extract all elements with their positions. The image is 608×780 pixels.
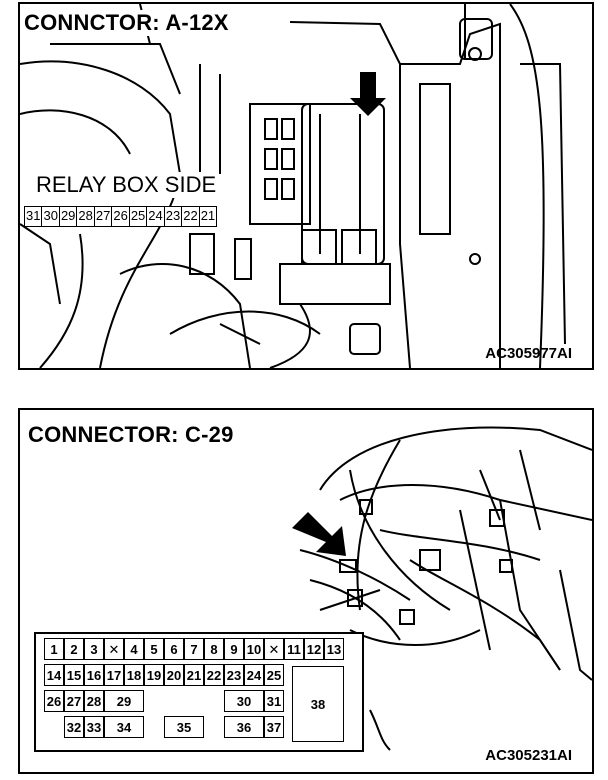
pin-cell: 9 [224, 638, 244, 660]
blank-pin-cell: ✕ [264, 638, 284, 660]
pin-cell: 28 [84, 690, 104, 712]
pin-cell: 31 [264, 690, 284, 712]
pin-cell: 11 [284, 638, 304, 660]
pin-cell: 26 [44, 690, 64, 712]
pin-cell: 36 [224, 716, 264, 738]
pin-cell: 5 [144, 638, 164, 660]
pin-label: 27 [93, 207, 111, 226]
pin-label: 21 [198, 207, 216, 226]
arrow-icon [350, 72, 386, 116]
pin-label: 23 [163, 207, 181, 226]
pin-cell: 7 [184, 638, 204, 660]
pin-cell: 27 [64, 690, 84, 712]
pin-cell: 15 [64, 664, 84, 686]
pin-cell: 19 [144, 664, 164, 686]
pin-label: 29 [58, 207, 76, 226]
dashboard-wiring-illustration [292, 426, 592, 751]
figure-code: AC305977AI [485, 345, 572, 362]
pin-label: 28 [76, 207, 93, 226]
pin-cell: 23 [224, 664, 244, 686]
pin-cell: 32 [64, 716, 84, 738]
pin-cell: 22 [204, 664, 224, 686]
pin-label: 31 [26, 208, 41, 223]
pin-cell: 16 [84, 664, 104, 686]
pin-cell: 2 [64, 638, 84, 660]
pin-cell: 25 [264, 664, 284, 686]
figure-code: AC305231AI [485, 747, 572, 764]
pin-cell: 21 [184, 664, 204, 686]
relay-box-side-label: RELAY BOX SIDE [34, 172, 219, 198]
pin-cell: 29 [104, 690, 144, 712]
pin-cell: 1 [44, 638, 64, 660]
pin-cell: 4 [124, 638, 144, 660]
pin-cell: 33 [84, 716, 104, 738]
pin-label: 26 [111, 207, 128, 226]
arrow-icon [292, 512, 346, 556]
pin-label: 22 [181, 207, 198, 226]
pin-cell: 3 [84, 638, 104, 660]
pin-cell: 13 [324, 638, 344, 660]
pin-cell: 35 [164, 716, 204, 738]
pin-label: 25 [128, 207, 146, 226]
pin-cell: 8 [204, 638, 224, 660]
pin-cell: 18 [124, 664, 144, 686]
pin-cell: 14 [44, 664, 64, 686]
pin-label: 24 [146, 207, 163, 226]
pin-cell: 38 [292, 666, 344, 742]
pin-cell: 10 [244, 638, 264, 660]
pin-cell: 12 [304, 638, 324, 660]
pin-cell: 34 [104, 716, 144, 738]
pin-cell: 37 [264, 716, 284, 738]
pin-label: 30 [41, 207, 58, 226]
panel-title: CONNCTOR: A-12X [24, 10, 233, 36]
engine-bay-illustration [20, 4, 566, 368]
pin-cell: 24 [244, 664, 264, 686]
blank-pin-cell: ✕ [104, 638, 124, 660]
pin-cell: 17 [104, 664, 124, 686]
pin-cell: 30 [224, 690, 264, 712]
panel-title: CONNECTOR: C-29 [28, 422, 234, 448]
pin-cell: 6 [164, 638, 184, 660]
pin-cell: 20 [164, 664, 184, 686]
